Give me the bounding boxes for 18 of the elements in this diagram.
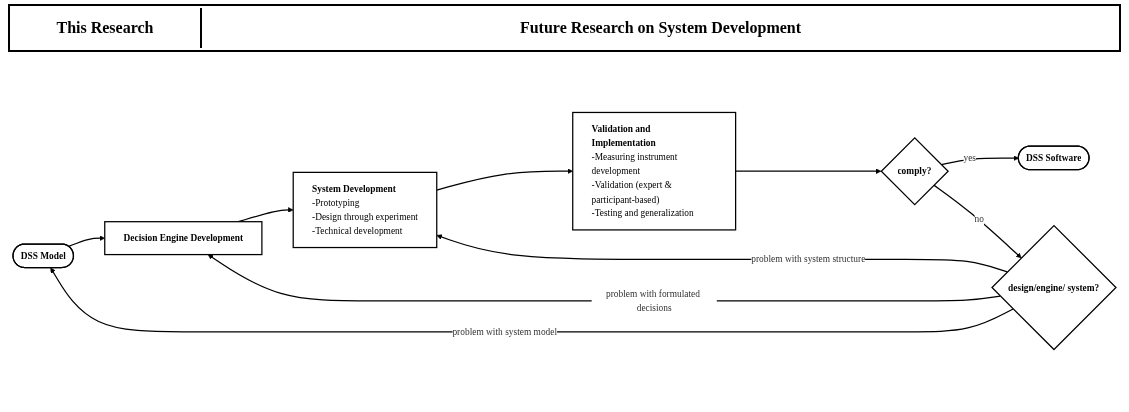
node-diamond: design/engine/ system? — [991, 224, 1117, 351]
edge-label: problem with system structure — [751, 254, 866, 265]
edge-label: no — [974, 214, 984, 225]
node-box: System Development -Prototyping -Design through experiment -Technical development — [292, 171, 438, 249]
edge-label: problem with system model — [452, 326, 558, 337]
arrow — [436, 168, 573, 191]
arrow — [68, 235, 105, 248]
node-box: Validation and Implementation -Measuring instrument development -Validation (expert & participant-based) -Testing and generalization — [572, 111, 737, 231]
node-diamond: comply? — [880, 136, 950, 206]
header-label: Future Research on System Development — [518, 19, 803, 37]
arrow — [933, 184, 1022, 259]
arrow — [735, 168, 882, 174]
edge-label: yes — [963, 152, 977, 163]
arrow — [50, 267, 1014, 333]
arrow — [436, 234, 1008, 273]
edge-label: problem with formulated decisions — [606, 288, 700, 313]
node-box: Decision Engine Development — [104, 221, 263, 256]
header-label: This Research — [10, 8, 202, 48]
